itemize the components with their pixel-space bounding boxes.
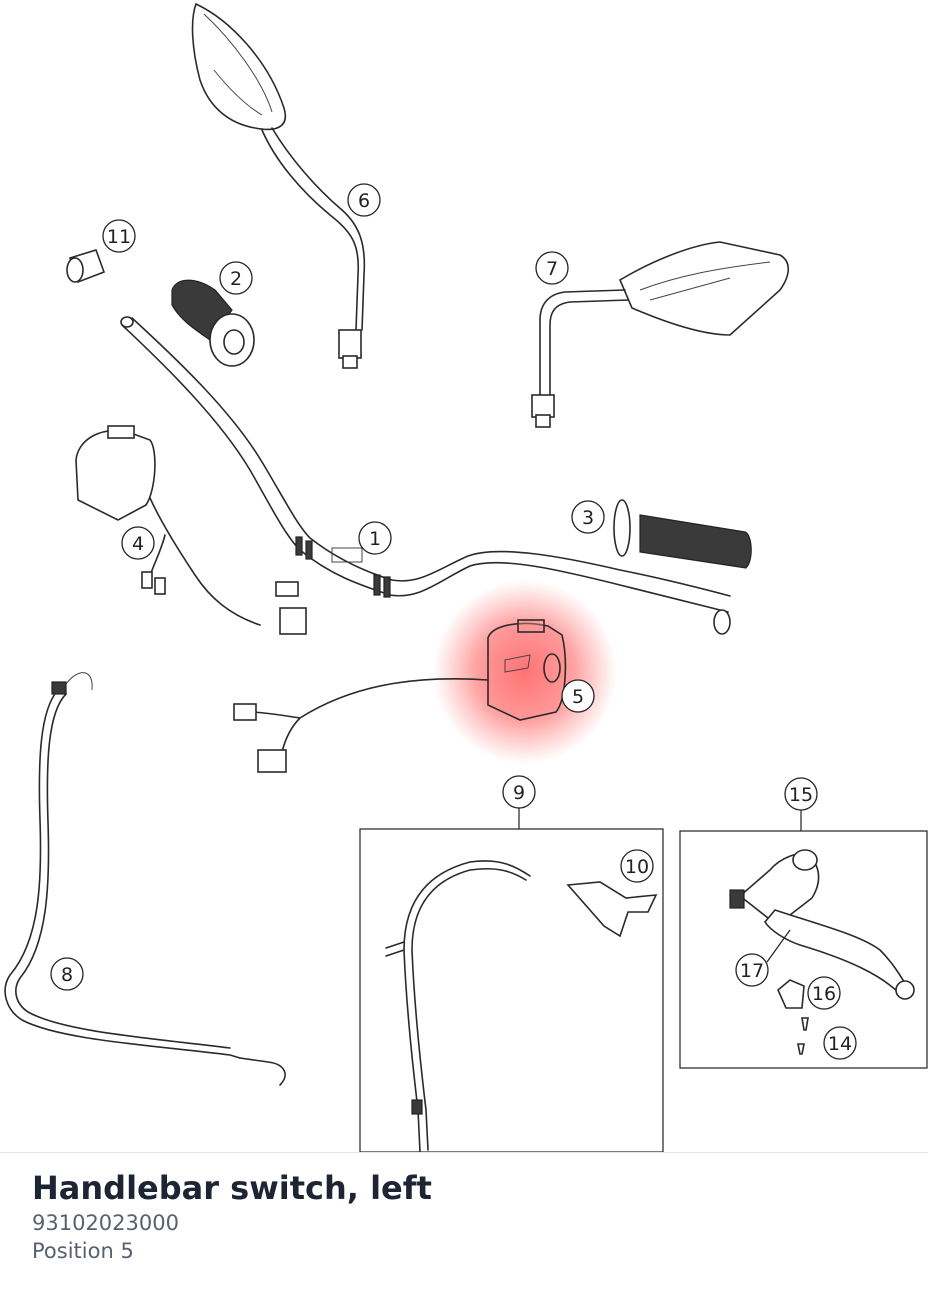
callout-17[interactable]: 17 [735,929,791,987]
part-16-switch[interactable] [777,979,805,1009]
part-5-handlebar-switch-left[interactable] [233,619,567,773]
callout-10-label: 10 [625,856,649,878]
callout-6[interactable]: 6 [347,183,381,217]
part-8-throttle-cable[interactable] [4,672,286,1086]
group-15-box [679,809,928,1069]
part-1-handlebar[interactable] [120,316,731,635]
callout-9-label: 9 [513,782,525,804]
part-info-footer: Handlebar switch, left 93102023000 Posit… [0,1152,928,1291]
part-number: 93102023000 [32,1211,179,1235]
callout-15[interactable]: 15 [784,777,818,811]
callout-4-label: 4 [132,533,144,555]
part-2-grip[interactable] [171,279,255,367]
callout-2[interactable]: 2 [219,261,253,295]
callout-14[interactable]: 14 [823,1026,857,1060]
callout-9[interactable]: 9 [502,775,536,809]
callout-14-label: 14 [828,1033,852,1055]
part-3-grip[interactable] [613,499,752,569]
callout-8-label: 8 [61,964,73,986]
callout-17-label: 17 [740,960,764,982]
callout-1-label: 1 [369,528,381,550]
callout-15-label: 15 [789,784,813,806]
part-10-cable-assembly[interactable] [385,860,658,1152]
callout-4[interactable]: 4 [121,526,155,560]
part-14-screw[interactable] [797,1017,809,1055]
group-9-box [359,807,664,1152]
part-position: Position 5 [32,1239,134,1263]
callout-16[interactable]: 16 [807,976,841,1010]
part-15-clutch-lever[interactable] [729,849,915,1000]
callout-5[interactable]: 5 [561,679,595,713]
callout-5-label: 5 [572,686,584,708]
part-6-mirror-left[interactable] [191,2,366,369]
callout-8[interactable]: 8 [50,957,84,991]
callout-3-label: 3 [582,507,594,529]
callout-11[interactable]: 11 [102,219,136,253]
callout-6-label: 6 [358,190,370,212]
callout-7-label: 7 [546,258,558,280]
part-4-handlebar-switch-right[interactable] [75,425,307,635]
part-7-mirror-right[interactable] [531,241,790,428]
callout-1[interactable]: 1 [358,521,392,555]
callout-11-label: 11 [107,226,131,248]
callout-16-label: 16 [812,983,836,1005]
part-name: Handlebar switch, left [32,1169,432,1207]
callout-10[interactable]: 10 [620,849,654,883]
callout-7[interactable]: 7 [535,251,569,285]
callout-3[interactable]: 3 [571,500,605,534]
exploded-parts-diagram: 1 2 3 4 5 6 7 8 9 10 11 14 15 16 17 [4,2,928,1152]
highlight-glow [433,580,617,764]
callout-2-label: 2 [230,268,242,290]
part-11-sleeve[interactable] [66,249,106,284]
